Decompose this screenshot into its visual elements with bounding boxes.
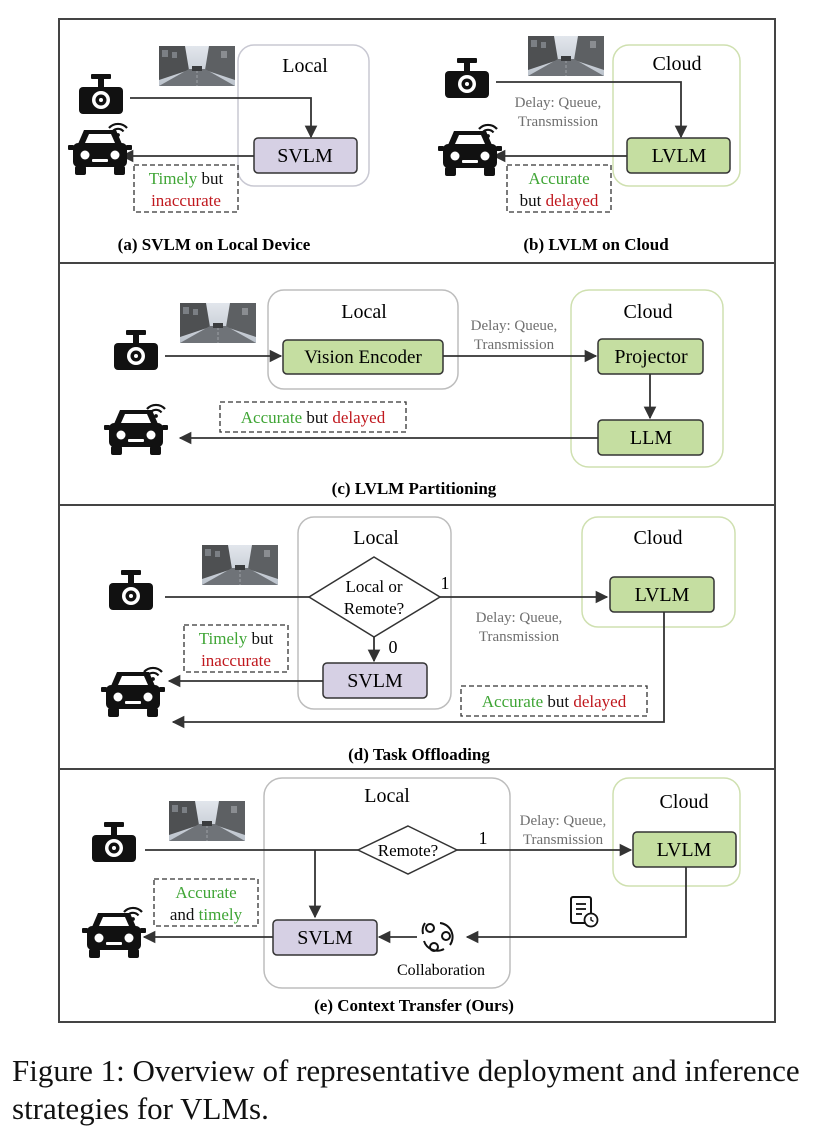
panel-a: Local SVLM Timely but inaccurate (a) SVL… [68,44,370,254]
panel-e: Local Cloud Remote? 1 Delay: Queue, Tran… [82,777,741,1015]
cloud-label: Cloud [634,527,683,549]
result-line2: and timely [170,905,243,924]
result-note [153,878,259,927]
branch-remote: 1 [479,828,488,848]
car-icon [82,913,146,958]
car-icon [101,672,165,717]
panel-c-frame [58,262,776,506]
local-label: Local [341,301,387,323]
collaboration-icon [421,922,454,952]
delay-label-line1: Delay: Queue, [476,610,563,626]
figure-caption: Figure 1: Overview of representative dep… [12,1053,800,1126]
street-image-icon [168,800,246,842]
result-note [219,401,407,433]
car-icon [68,130,132,175]
decision-diamond [307,556,442,638]
collaboration-label: Collaboration [397,962,485,979]
cloud-region [612,777,741,887]
panel-c: Local Cloud Vision Encoder Delay: Queue,… [104,289,724,498]
decision-line2: Remote? [344,599,404,618]
result-line1: Accurate [528,169,589,188]
cloud-region [612,44,741,187]
delay-label-line2: Transmission [479,629,560,645]
svlm-label: SVLM [297,927,353,949]
street-image-icon [179,302,257,344]
result-local-line1: Timely but [199,629,274,648]
delay-label-line2: Transmission [474,337,555,353]
svlm-label: SVLM [277,145,333,167]
result-note [133,164,239,213]
result-line2: but delayed [520,191,599,210]
result-text: Accurate but delayed [241,408,386,427]
branch-local: 0 [389,637,398,657]
panel-title: (e) Context Transfer (Ours) [314,996,514,1015]
camera-icon [114,330,158,370]
result-local-note [183,624,289,673]
street-image-icon [527,35,605,77]
region-label: Cloud [653,53,702,75]
delay-label-line1: Delay: Queue, [471,318,558,334]
delay-label-line2: Transmission [518,114,599,130]
local-label: Local [353,527,399,549]
local-region [237,44,370,187]
decision-diamond [356,825,459,875]
result-remote-text: Accurate but delayed [482,692,627,711]
result-line1: Timely but [149,169,224,188]
result-line1: Accurate [175,883,236,902]
lvlm-box [632,831,737,868]
panel-title: (b) LVLM on Cloud [523,235,669,254]
panel-title: (a) SVLM on Local Device [118,235,311,254]
camera-icon [445,58,489,98]
delay-label-line2: Transmission [523,832,604,848]
local-label: Local [364,785,410,807]
panel-d: Local Cloud Local or Remote? 1 Delay: Qu… [101,516,736,764]
result-note [506,164,612,213]
cloud-region [581,516,736,628]
result-local-line2: inaccurate [201,651,271,670]
region-label: Local [282,55,328,77]
vision-encoder-box [282,339,444,375]
local-region [297,516,452,710]
lvlm-box [609,576,715,613]
cloud-label: Cloud [660,791,709,813]
panel-b: Cloud Delay: Queue, Transmission LVLM Ac… [438,35,741,254]
panel-title: (c) LVLM Partitioning [332,479,497,498]
delay-label-line1: Delay: Queue, [515,95,602,111]
street-image-icon [158,45,236,87]
car-icon [438,131,502,176]
panel-title: (d) Task Offloading [348,745,490,764]
camera-icon [109,570,153,610]
branch-remote: 1 [441,573,450,593]
panel-e-frame [58,768,776,1023]
cloud-label: Cloud [624,301,673,323]
decision-label: Remote? [378,841,438,860]
local-region [267,289,459,390]
lvlm-label: LVLM [635,584,690,606]
car-icon [104,410,168,455]
projector-label: Projector [614,346,688,368]
llm-label: LLM [630,427,672,449]
street-image-icon [201,544,279,586]
decision-line1: Local or [345,577,402,596]
vision-encoder-label: Vision Encoder [304,347,422,368]
result-remote-note [460,685,648,717]
result-line2: inaccurate [151,191,221,210]
local-region [263,777,511,989]
lvlm-label: LVLM [652,145,707,167]
svlm-label: SVLM [347,670,403,692]
cloud-region [570,289,724,468]
camera-icon [92,822,136,862]
context-document-icon [570,896,599,928]
figure-diagram: Local SVLM Timely but inaccurate (a) SVL… [58,18,776,1023]
lvlm-label: LVLM [657,839,712,861]
camera-icon [79,74,123,114]
delay-label-line1: Delay: Queue, [520,813,607,829]
